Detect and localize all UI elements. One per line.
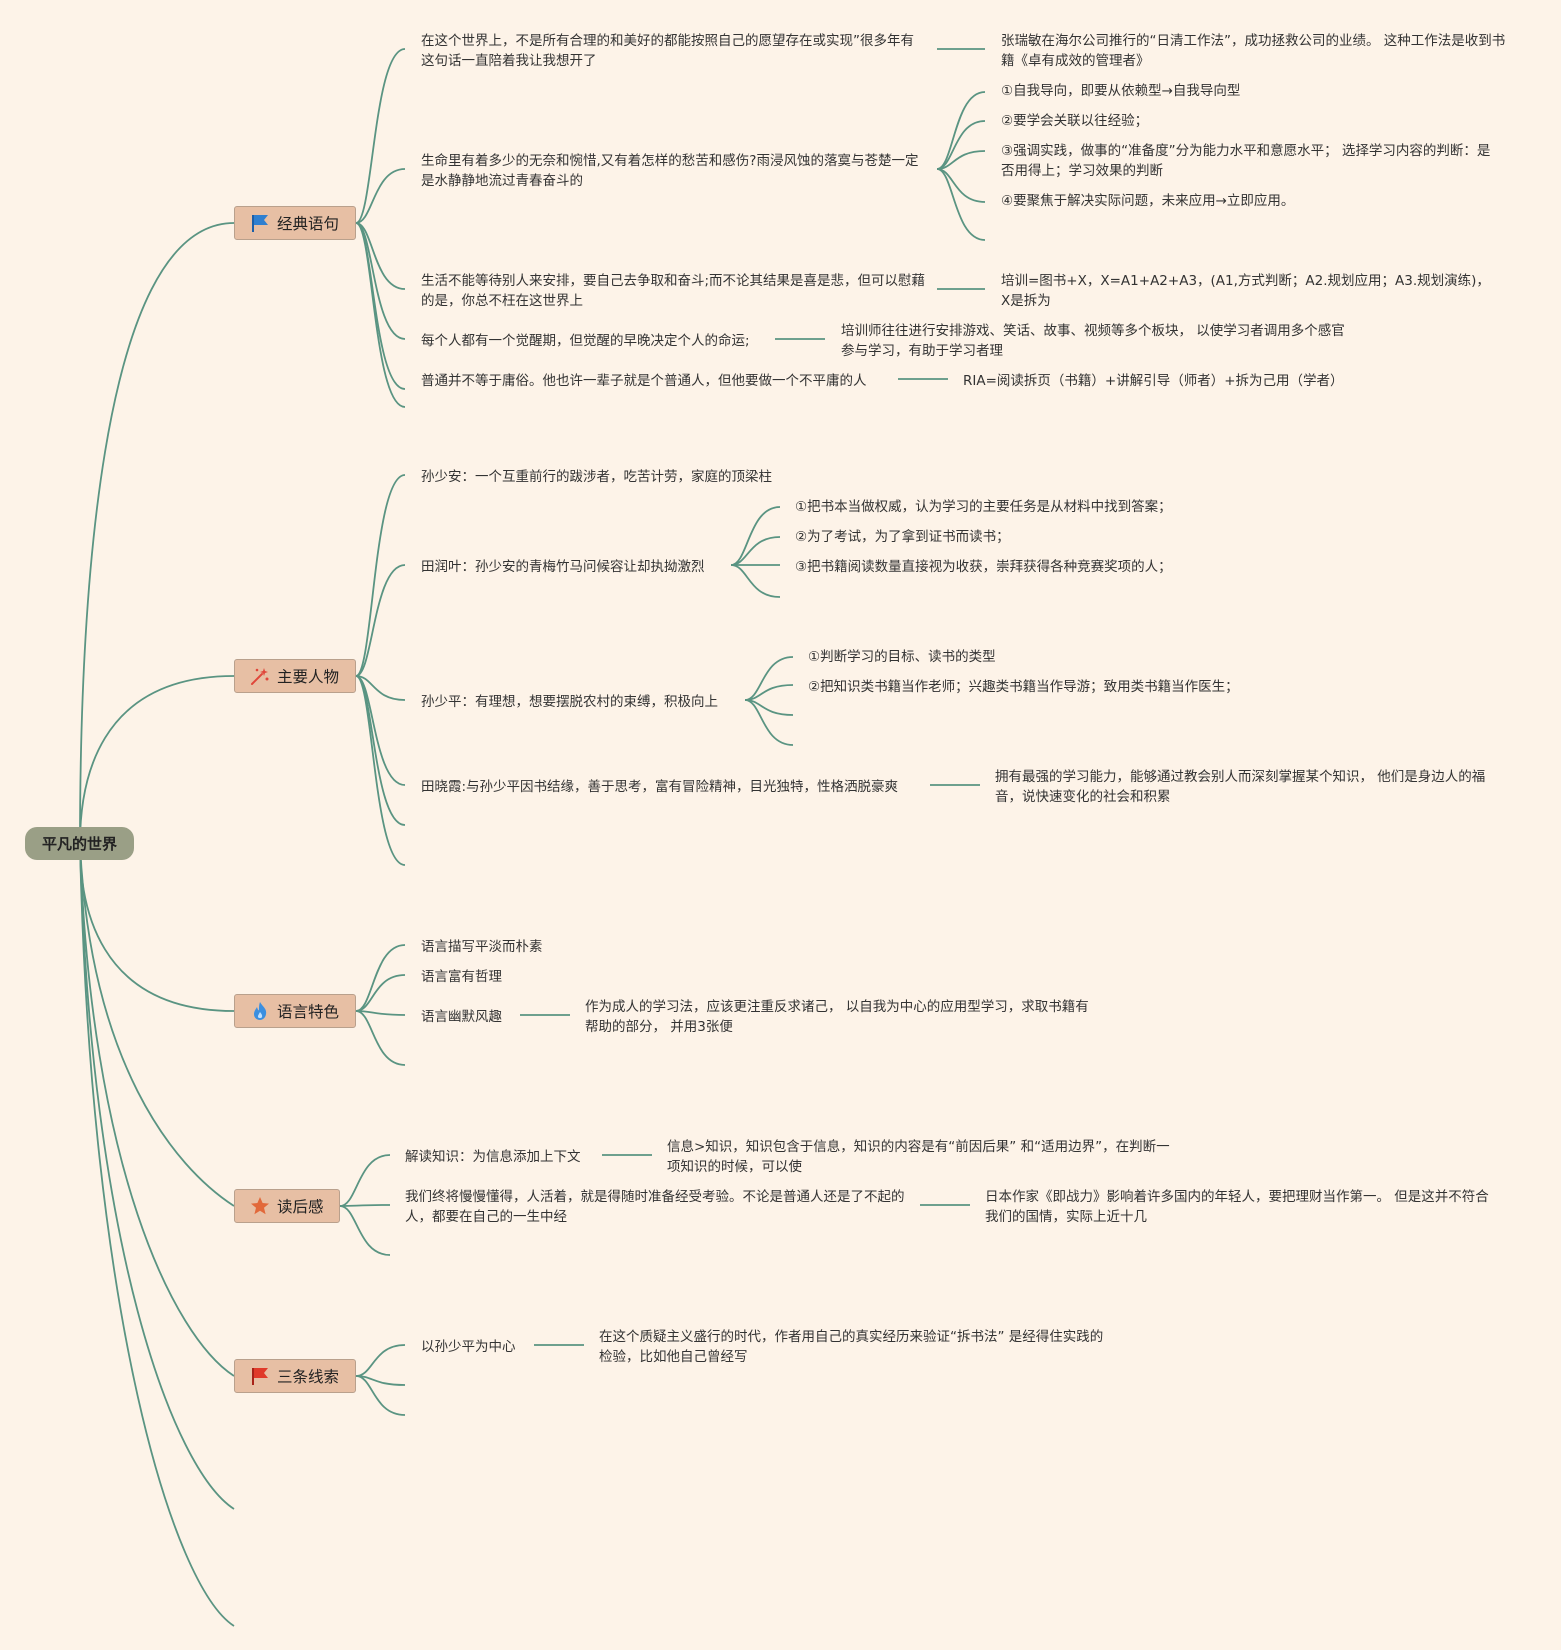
branch-reflections[interactable]: 读后感 (234, 1189, 340, 1223)
reflection-test-detail[interactable]: 日本作家《即战力》影响着许多国内的年轻人，要把理财当作第一。 但是这并不符合我们… (985, 1189, 1489, 1225)
shaoping-point-2[interactable]: ②把知识类书籍当作老师；兴趣类书籍当作导游；致用类书籍当作医生； (808, 679, 1239, 695)
link-root-empty-2 (79, 843, 235, 1627)
quote-1[interactable]: 在这个世界上，不是所有合理的和美好的都能按照自己的愿望存在或实现”很多年有这句话… (421, 33, 914, 69)
link-runye-0 (730, 506, 781, 566)
link-root-b4 (79, 843, 235, 1207)
branch-classic-quotes[interactable]: 经典语句 (234, 206, 356, 240)
quote-2-point-4[interactable]: ④要聚焦于解决实际问题，未来应用→立即应用。 (1001, 193, 1295, 209)
quote-4[interactable]: 每个人都有一个觉醒期，但觉醒的早晚决定个人的命运; (421, 333, 750, 349)
quote-2[interactable]: 生命里有着多少的无奈和惋惜,又有着怎样的愁苦和感伤?雨浸风蚀的落寞与苍楚一定是水… (421, 153, 919, 189)
branch-language-features[interactable]: 语言特色 (234, 994, 356, 1028)
link-b5-c1 (355, 1375, 406, 1386)
language-humorous[interactable]: 语言幽默风趣 (421, 1009, 502, 1025)
runye-point-2[interactable]: ②为了考试，为了拿到证书而读书； (795, 529, 1010, 545)
red-flag-icon (249, 1365, 271, 1387)
humorous-detail[interactable]: 作为成人的学习法，应该更注重反求诸己， 以自我为中心的应用型学习，求取书籍有帮助… (585, 999, 1089, 1035)
quote-2-point-2[interactable]: ②要学会关联以往经验； (1001, 113, 1149, 129)
link-q2-0 (936, 91, 986, 170)
root-node[interactable]: 平凡的世界 (25, 827, 134, 860)
quote-5-detail[interactable]: RIA=阅读拆页（书籍）+讲解引导（师者）+拆为己用（学者） (963, 373, 1344, 389)
link-b5-c2 (355, 1375, 406, 1416)
branch-label: 经典语句 (277, 215, 340, 233)
branch-label: 三条线索 (277, 1368, 340, 1386)
branch-three-clues[interactable]: 三条线索 (234, 1359, 356, 1393)
runye-point-1[interactable]: ①把书本当做权威，认为学习的主要任务是从材料中找到答案； (795, 499, 1172, 515)
link-runye-3 (730, 564, 781, 598)
language-philosophical[interactable]: 语言富有哲理 (421, 969, 502, 985)
star-icon (249, 1195, 271, 1217)
quote-4-detail[interactable]: 培训师往往进行安排游戏、笑话、故事、视频等多个板块， 以使学习者调用多个感官参与… (841, 323, 1345, 359)
link-b1-c1 (355, 168, 406, 224)
clue-center-detail[interactable]: 在这个质疑主义盛行的时代，作者用自己的真实经历来验证“拆书法” 是经得住实践的检… (599, 1329, 1104, 1365)
quote-3[interactable]: 生活不能等待别人来安排，要自己去争取和奋斗;而不论其结果是喜是悲，但可以慰藉的是… (421, 273, 926, 309)
link-root-empty-1 (79, 843, 235, 1510)
link-b1-c5 (355, 222, 406, 408)
blue-flag-icon (249, 212, 271, 234)
quote-1-detail[interactable]: 张瑞敏在海尔公司推行的“日清工作法”，成功拯救公司的业绩。 这种工作法是收到书籍… (1001, 33, 1506, 69)
link-b3-c0 (355, 944, 406, 1012)
link-b4-c2 (339, 1205, 391, 1256)
reflection-knowledge-detail[interactable]: 信息>知识，知识包含于信息，知识的内容是有“前因后果” 和“适用边界”，在判断一… (667, 1139, 1170, 1175)
link-shaoping-3 (744, 699, 794, 746)
link-b1-c0 (355, 48, 406, 224)
link-q2-4 (936, 168, 986, 241)
link-b2-c1 (355, 564, 406, 677)
character-sun-shaoan[interactable]: 孙少安：一个互重前行的跋涉者，吃苦计劳，家庭的顶梁柱 (421, 469, 772, 485)
quote-5[interactable]: 普通并不等于庸俗。他也许一辈子就是个普通人，但他要做一个不平庸的人 (421, 373, 867, 389)
link-root-b1 (79, 222, 235, 845)
branch-label: 主要人物 (277, 668, 340, 686)
shaoping-point-1[interactable]: ①判断学习的目标、读书的类型 (808, 649, 996, 665)
quote-2-point-1[interactable]: ①自我导向，即要从依赖型→自我导向型 (1001, 83, 1241, 99)
link-b3-c1 (355, 974, 406, 1012)
link-q2-2 (936, 150, 986, 170)
branch-label: 语言特色 (277, 1003, 340, 1021)
link-b2-c0 (355, 474, 406, 677)
language-plain[interactable]: 语言描写平淡而朴素 (421, 939, 543, 955)
link-root-b2 (79, 675, 235, 845)
clue-center[interactable]: 以孙少平为中心 (421, 1339, 516, 1355)
flame-icon (249, 1000, 271, 1022)
reflection-test[interactable]: 我们终将慢慢懂得，人活着，就是得随时准备经受考验。不论是普通人还是了不起的人，都… (405, 1189, 905, 1225)
quote-3-detail[interactable]: 培训=图书+X，X=A1+A2+A3，(A1,方式判断；A2.规划应用；A3.规… (1001, 273, 1490, 309)
runye-point-3[interactable]: ③把书籍阅读数量直接视为收获，崇拜获得各种竞赛奖项的人； (795, 559, 1172, 575)
reflection-knowledge[interactable]: 解读知识：为信息添加上下文 (405, 1149, 581, 1165)
xiaoxia-detail[interactable]: 拥有最强的学习能力，能够通过教会别人而深刻掌握某个知识， 他们是身边人的福音，说… (995, 769, 1486, 805)
link-b3-c3 (355, 1010, 406, 1066)
branch-label: 读后感 (277, 1198, 324, 1216)
character-tian-runye[interactable]: 田润叶：孙少安的青梅竹马问候容让却执拗激烈 (421, 559, 705, 575)
character-tian-xiaoxia[interactable]: 田晓霞:与孙少平因书结缘，善于思考，富有冒险精神，目光独特，性格洒脱豪爽 (421, 779, 899, 795)
link-b4-c0 (339, 1154, 391, 1207)
link-b2-c2 (355, 675, 406, 701)
character-sun-shaoping[interactable]: 孙少平：有理想，想要摆脱农村的束缚，积极向上 (421, 694, 718, 710)
link-b2-c5 (355, 675, 406, 866)
sparkle-wand-icon (249, 665, 271, 687)
quote-2-point-3[interactable]: ③强调实践，做事的“准备度”分为能力水平和意愿水平； 选择学习内容的判断：是否用… (1001, 143, 1491, 179)
link-root-b3 (79, 843, 235, 1012)
link-b5-c0 (355, 1344, 406, 1377)
link-b4-c1 (339, 1204, 391, 1207)
branch-main-characters[interactable]: 主要人物 (234, 659, 356, 693)
link-root-b5 (79, 843, 235, 1377)
